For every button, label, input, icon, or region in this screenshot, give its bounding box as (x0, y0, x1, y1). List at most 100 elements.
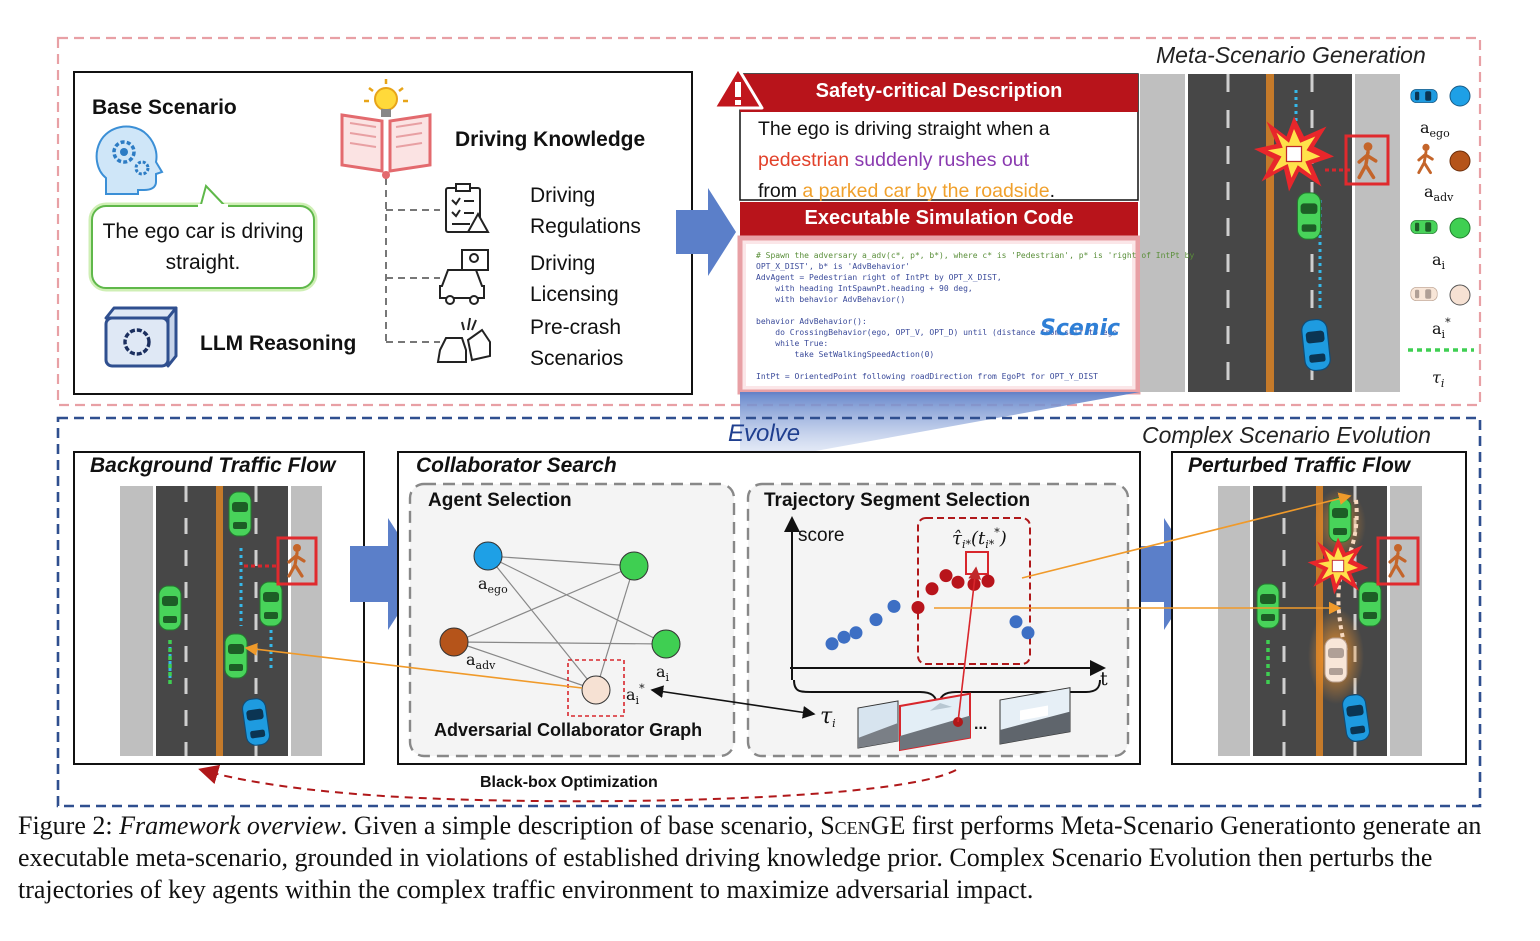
scatter-point-s0-2 (849, 626, 863, 640)
caption-post: first performs Meta-Scenario Generationt… (18, 811, 1482, 904)
scatter-point-s1-5 (981, 574, 995, 588)
hat-tau-label: τ̂i*(ti**) (952, 526, 1007, 551)
scenic-logo: Scenic (1040, 316, 1121, 341)
node-adv (439, 627, 469, 657)
safety-parked: a parked car by the roadside (802, 180, 1050, 202)
adversarial-graph (439, 541, 681, 717)
code-line (756, 360, 1126, 371)
node-ego (473, 541, 503, 571)
istar-tau-link (650, 685, 816, 719)
head-gears-icon (95, 125, 164, 195)
background-traffic-title: Background Traffic Flow (90, 454, 336, 477)
node-istar (581, 675, 611, 705)
knowledge-item-licensing: Driving Licensing (530, 252, 619, 306)
caption-pre: . Given a simple description of base sce… (340, 811, 814, 840)
speech-bubble (88, 184, 318, 292)
evolve-band (740, 392, 1140, 452)
selected-segment-box (917, 517, 1031, 665)
chart-xlabel: t (1100, 668, 1108, 690)
segment-to-perturbed-arrow-1 (1021, 492, 1352, 579)
legend-istar: ai* (1432, 316, 1451, 341)
knowledge-item-regulations: Driving Regulations (530, 184, 641, 238)
perturbed-road (1218, 486, 1422, 756)
safety-period: . (1049, 180, 1055, 202)
safety-title: Safety-critical Description (815, 80, 1063, 102)
caption-label: Figure 2: (18, 811, 113, 840)
meta-road-scene (1140, 74, 1400, 392)
code-line: IntPt = OrientedPoint following roadDire… (756, 372, 1098, 381)
blackbox-arrow (198, 764, 957, 803)
agent-selection-title: Agent Selection (428, 490, 572, 511)
meta-title: Meta-Scenario Generation (1156, 42, 1426, 68)
thumbnail-ellipsis: ... (974, 716, 988, 733)
node-other (619, 551, 649, 581)
warning-icon (712, 66, 764, 110)
legend-tau: τi (1432, 368, 1445, 390)
safety-pedestrian: pedestrian (758, 149, 850, 171)
legend-ego: aego (1420, 118, 1450, 140)
scatter-point-s0-4 (887, 599, 901, 613)
graph-label-istar: ai* (626, 682, 645, 707)
trajectory-selection-box (746, 482, 1130, 758)
scatter-point-s0-6 (1021, 626, 1035, 640)
legend-adv: aadv (1424, 182, 1454, 204)
base-bubble-text: The ego car is driving straight. (102, 220, 304, 274)
safety-text: The ego is driving straight when a pedes… (758, 114, 1134, 207)
complex-title: Complex Scenario Evolution (1142, 422, 1431, 448)
figure-caption: Figure 2: Framework overview. Given a si… (18, 810, 1530, 906)
code-line: with behavior AdvBehavior() (756, 295, 906, 304)
scatter-point-s0-3 (869, 613, 883, 627)
trajectory-selection-title: Trajectory Segment Selection (764, 490, 1031, 511)
background-road (120, 486, 322, 756)
graph-label-ego: aego (478, 574, 508, 596)
driving-knowledge-title: Driving Knowledge (455, 128, 646, 151)
collaborator-search-title: Collaborator Search (416, 454, 617, 477)
legend-icons (1408, 85, 1474, 352)
llm-chip-icon (104, 306, 178, 368)
meta-arrow (676, 188, 736, 276)
scatter-point-s1-2 (939, 569, 953, 583)
code-text: # Spawn the adversary a_adv(c*, p*, b*),… (756, 250, 1195, 382)
regulations-clipboard-icon (445, 183, 490, 233)
chart-ylabel: score (798, 525, 845, 546)
caption-name: ScenGE (820, 811, 906, 840)
code-line: OPT_X_DIST', b* is 'AdvBehavior' (756, 262, 911, 271)
code-line (756, 305, 1126, 316)
llm-reasoning-label: LLM Reasoning (200, 332, 357, 355)
legend-i: ai (1432, 250, 1446, 272)
code-header (740, 202, 1138, 238)
framework-figure (56, 36, 1482, 808)
code-line: with heading IntSpawnPt.heading + 90 deg… (756, 284, 973, 293)
knowledge-item-precrash: Pre-crash Scenarios (530, 316, 624, 370)
scatter-point-s1-1 (925, 582, 939, 596)
node-i (651, 629, 681, 659)
graph-label-adv: aadv (466, 650, 496, 672)
licensing-car-icon (439, 249, 489, 305)
tau-label: τi (820, 704, 836, 730)
base-scenario-title: Base Scenario (92, 96, 237, 119)
graph-label-i: ai (656, 662, 670, 684)
perturbed-traffic-title: Perturbed Traffic Flow (1188, 454, 1411, 477)
scatter-point-s0-0 (825, 637, 839, 651)
caption-emph: Framework overview (119, 811, 341, 840)
knowledge-book-icon (340, 79, 432, 173)
code-title: Executable Simulation Code (804, 207, 1074, 229)
safety-text-pre: The ego is driving straight when a (758, 118, 1050, 140)
blackbox-label: Black-box Optimization (480, 774, 658, 791)
scatter-point-s0-5 (1009, 615, 1023, 629)
code-line: behavior AdvBehavior(): (756, 317, 867, 326)
code-line: do CrossingBehavior(ego, OPT_V, OPT_D) u… (756, 328, 1118, 337)
selected-thumbnail (899, 692, 971, 752)
code-line: AdvAgent = Pedestrian right of IntPt by … (756, 273, 1002, 282)
knowledge-tree-lines (385, 178, 440, 343)
code-line: take SetWalkingSpeedAction(0) (756, 350, 935, 359)
code-line: # Spawn the adversary a_adv(c*, p*, b*),… (756, 251, 1195, 260)
complex-scenario-frame (56, 416, 1482, 808)
evolve-label: Evolve (728, 420, 801, 447)
scatter-point-s1-3 (951, 575, 965, 589)
safety-rush: suddenly rushes out (854, 149, 1030, 171)
scatter-point-s1-0 (911, 601, 925, 614)
code-line: while True: (756, 339, 829, 348)
safety-description-box (739, 73, 1139, 201)
scatter-point-s0-1 (837, 630, 851, 644)
